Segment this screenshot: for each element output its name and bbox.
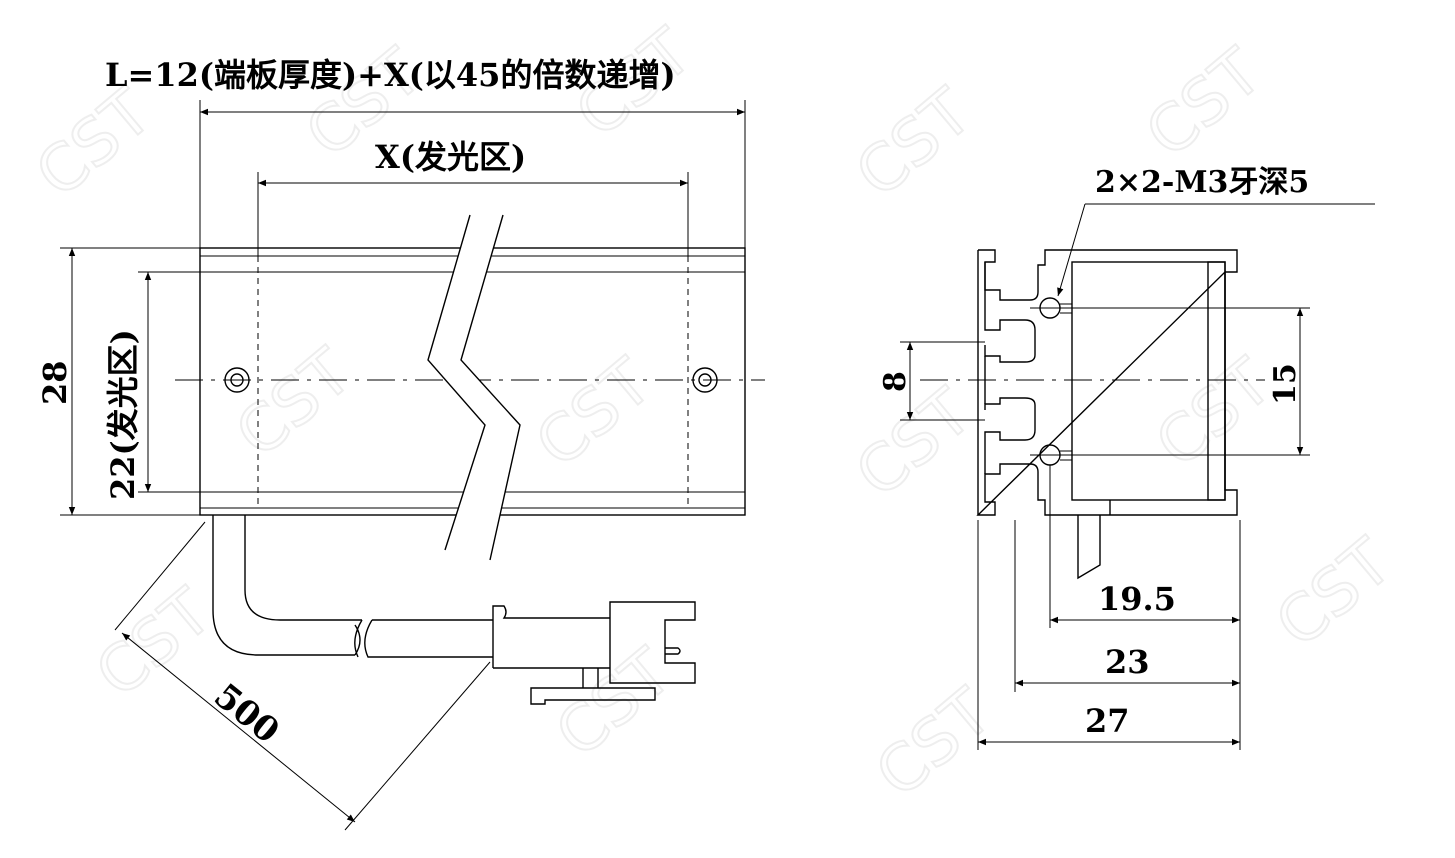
svg-text:CST: CST (843, 375, 987, 512)
svg-text:CST: CST (1143, 345, 1287, 482)
height-outer-label: 28 (36, 360, 74, 405)
depth-label-23: 23 (1105, 643, 1150, 681)
mounting-screw-right (692, 367, 718, 393)
svg-text:CST: CST (523, 345, 667, 482)
side-view: 15 8 2×2-M3牙深5 19.5 23 27 (878, 165, 1375, 750)
slot-pitch-label: 8 (878, 371, 913, 392)
hole-pitch-label: 15 (1268, 363, 1303, 405)
thread-spec-label: 2×2-M3牙深5 (1095, 165, 1309, 200)
height-emitting-label: 22(发光区) (104, 329, 142, 500)
front-view: L=12(端板厚度)+X(以45的倍数递增) X(发光区) 28 22(发光区) (36, 56, 765, 831)
svg-text:CST: CST (863, 675, 1007, 812)
svg-text:CST: CST (223, 335, 367, 472)
depth-label-27: 27 (1085, 702, 1130, 740)
length-dimension-label: L=12(端板厚度)+X(以45的倍数递增) (105, 56, 676, 94)
svg-text:CST: CST (1133, 35, 1277, 172)
svg-text:CST: CST (843, 75, 987, 212)
svg-text:CST: CST (23, 75, 167, 212)
emitting-length-label: X(发光区) (375, 138, 526, 176)
break-gap (428, 215, 520, 560)
svg-text:CST: CST (83, 575, 227, 712)
mounting-screw-left (224, 367, 250, 393)
svg-text:CST: CST (1263, 525, 1407, 662)
connector (492, 601, 696, 705)
cable-length-label: 500 (206, 676, 286, 752)
depth-label-19-5: 19.5 (1098, 580, 1176, 618)
